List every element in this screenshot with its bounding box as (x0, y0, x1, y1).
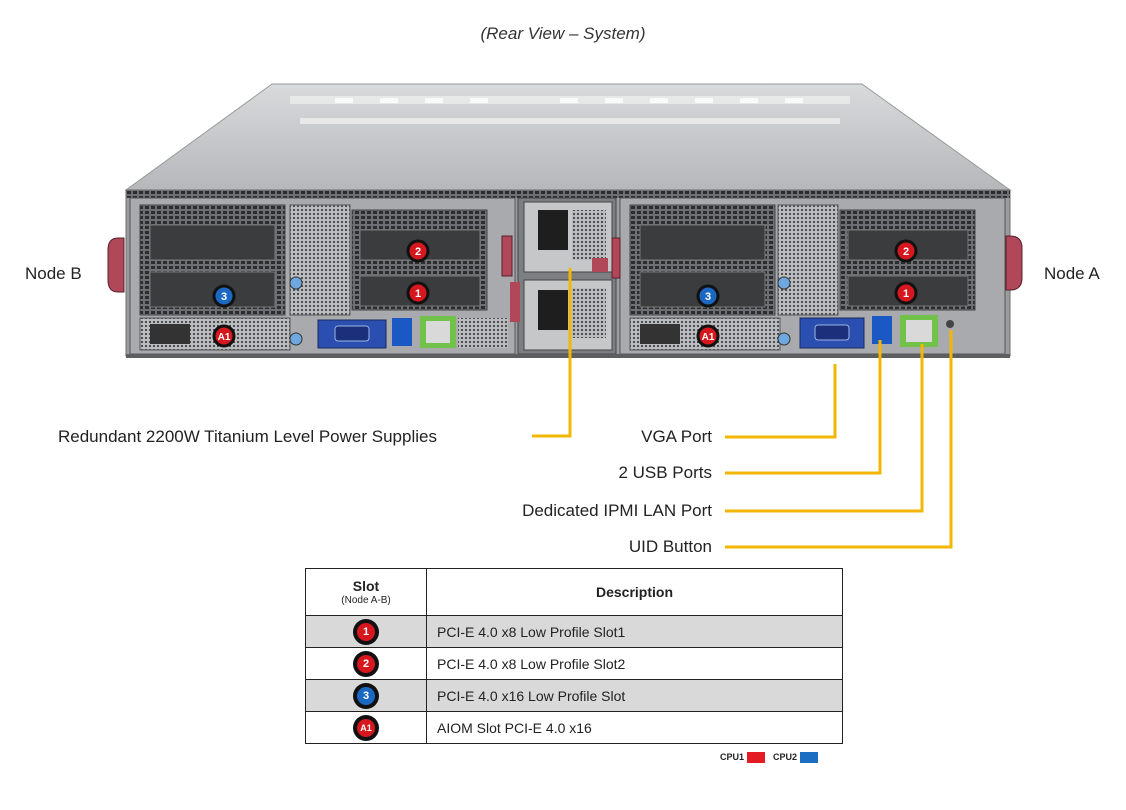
slot1-badge: 1 (355, 620, 377, 643)
callout-vga-port: VGA Port (641, 427, 712, 446)
leader-ipmi (725, 344, 924, 513)
svg-text:2: 2 (415, 246, 421, 258)
cpu1-swatch (747, 752, 766, 764)
badge-node-a-slot2: 2 (894, 239, 918, 263)
badge-node-b-slot2: 2 (406, 239, 430, 263)
slot-column-header: Slot (Node A-B) (305, 568, 427, 616)
node-b-label: Node B (25, 264, 82, 283)
node-a-label: Node A (1044, 264, 1100, 283)
node-b-module (107, 197, 516, 355)
slot-description: PCI-E 4.0 x8 Low Profile Slot1 (426, 615, 843, 648)
diagram-title: (Rear View – System) (480, 24, 646, 43)
slot-header-sublabel: (Node A-B) (341, 595, 391, 606)
badge-node-b-aiom: A1 (212, 324, 236, 348)
svg-text:A1: A1 (702, 332, 715, 343)
svg-text:1: 1 (903, 288, 909, 300)
badge-node-b-slot3: 3 (212, 284, 236, 308)
table-row: 3 PCI-E 4.0 x16 Low Profile Slot (305, 679, 843, 712)
badge-node-a-aiom: A1 (696, 324, 720, 348)
slot-description: AIOM Slot PCI-E 4.0 x16 (426, 711, 843, 744)
slot2-badge: 2 (355, 652, 377, 675)
cpu-legend: CPU1 CPU2 (720, 752, 826, 764)
aiom-slot-badge: A1 (355, 716, 377, 739)
chassis-top (124, 83, 1012, 191)
leader-power (532, 268, 572, 438)
leader-uid (725, 330, 953, 549)
slot-header-label: Slot (352, 578, 380, 594)
svg-text:3: 3 (221, 291, 227, 303)
svg-text:3: 3 (705, 291, 711, 303)
power-supply-units (510, 197, 617, 355)
callout-usb-ports: 2 USB Ports (618, 463, 712, 482)
table-row: A1 AIOM Slot PCI-E 4.0 x16 (305, 711, 843, 744)
slot-description: PCI-E 4.0 x8 Low Profile Slot2 (426, 647, 843, 680)
leader-vga (725, 364, 837, 439)
callout-lines (532, 268, 953, 549)
table-row: 1 PCI-E 4.0 x8 Low Profile Slot1 (305, 615, 843, 648)
callout-power-supplies: Redundant 2200W Titanium Level Power Sup… (58, 427, 437, 446)
slot-description-table: Slot (Node A-B) Description 1 PCI-E 4.0 … (305, 568, 843, 744)
badge-node-a-slot1: 1 (894, 281, 918, 305)
callout-uid-button: UID Button (628, 537, 712, 556)
node-a-module (611, 197, 1023, 355)
leader-usb (725, 340, 882, 475)
slot3-badge: 3 (355, 684, 377, 707)
cpu1-legend-label: CPU1 (720, 752, 745, 762)
svg-text:A1: A1 (218, 332, 231, 343)
badge-node-b-slot1: 1 (406, 281, 430, 305)
table-row: 2 PCI-E 4.0 x8 Low Profile Slot2 (305, 647, 843, 680)
svg-text:1: 1 (415, 288, 421, 300)
badge-node-a-slot3: 3 (696, 284, 720, 308)
description-column-header: Description (426, 568, 843, 616)
svg-text:2: 2 (903, 246, 909, 258)
cpu2-legend-label: CPU2 (773, 752, 798, 762)
cpu2-swatch (800, 752, 819, 764)
table-header-row: Slot (Node A-B) Description (305, 568, 843, 616)
callout-ipmi-lan-port: Dedicated IPMI LAN Port (522, 501, 712, 520)
slot-description: PCI-E 4.0 x16 Low Profile Slot (426, 679, 843, 712)
slot-badges: 2 1 3 A1 2 1 3 A1 (212, 239, 918, 348)
